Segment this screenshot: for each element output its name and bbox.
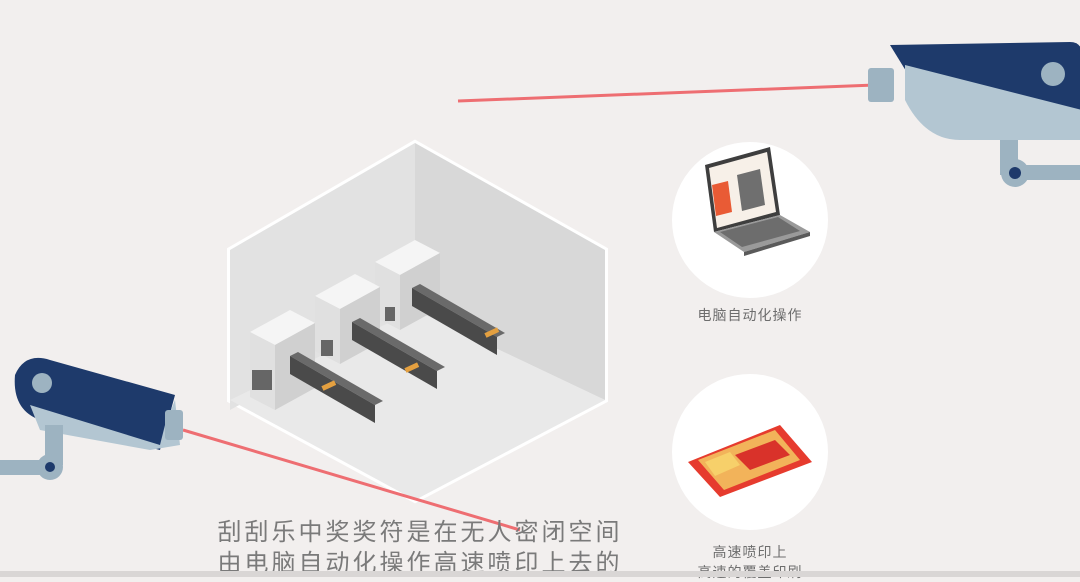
laptop-icon [672,142,828,298]
sealed-room [227,139,608,504]
laser-beam-top [457,83,876,103]
high-speed-print-label: 高速喷印上 [712,545,788,561]
security-camera-bottom-left-icon [0,357,183,480]
lottery-ticket-icon [672,374,828,530]
laser-beam-bottom [182,428,521,532]
conveyor-belts [290,284,505,423]
subtitle-line-1: 刮刮乐中奖奖符是在无人密闭空间 [217,518,623,546]
video-progress-bar[interactable] [0,571,1080,577]
security-camera-top-right-icon [868,42,1080,187]
computer-automation-label: 电脑自动化操作 [697,308,803,324]
